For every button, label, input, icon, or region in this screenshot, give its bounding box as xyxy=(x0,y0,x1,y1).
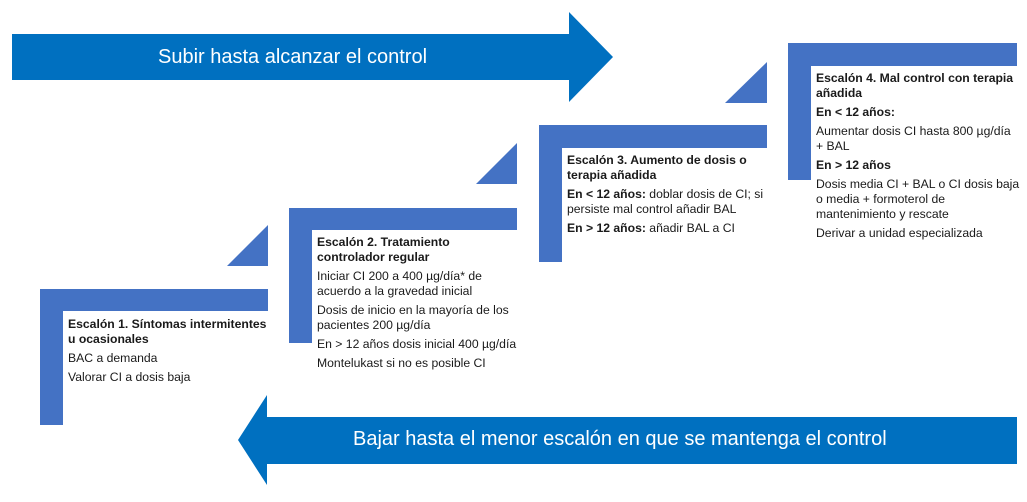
step-3-line-text: añadir BAL a CI xyxy=(645,221,735,235)
step-3-triangle xyxy=(725,62,767,103)
step-3-line: En < 12 años: doblar dosis de CI; si per… xyxy=(567,187,772,217)
arrow-up-right-shape xyxy=(12,12,613,102)
step-1-content: Escalón 1. Síntomas intermitentes u ocas… xyxy=(68,317,273,389)
step-3-line-text: doblar dosis de CI; si persiste mal cont… xyxy=(567,187,764,216)
step-4-title: Escalón 4. Mal control con terapia añadi… xyxy=(816,71,1014,100)
step-4-content: Escalón 4. Mal control con terapia añadi… xyxy=(816,71,1021,245)
step-2-triangle xyxy=(476,143,517,184)
step-1-corner xyxy=(40,289,268,425)
step-1-line: Valorar CI a dosis baja xyxy=(68,370,191,384)
step-4-line: Dosis media CI + BAL o CI dosis baja o m… xyxy=(816,177,1020,221)
step-4-age-label: En > 12 años xyxy=(816,158,891,172)
step-2-line: En > 12 años dosis inicial 400 µg/día xyxy=(317,337,517,351)
step-2-title: Escalón 2. Tratamiento controlador regul… xyxy=(317,235,450,264)
step-3-age-label: En > 12 años: xyxy=(567,221,646,235)
arrow-down-left-shape xyxy=(238,395,1017,485)
step-1-title: Escalón 1. Síntomas intermitentes u ocas… xyxy=(68,317,267,346)
step-2-content: Escalón 2. Tratamiento controlador regul… xyxy=(317,235,517,375)
step-1-triangle xyxy=(227,225,268,266)
step-1-line: BAC a demanda xyxy=(68,351,158,365)
arrow-up-label: Subir hasta alcanzar el control xyxy=(158,46,428,68)
step-2-line: Iniciar CI 200 a 400 µg/día* de acuerdo … xyxy=(317,269,482,298)
step-4-corner xyxy=(788,43,1017,180)
step-3-content: Escalón 3. Aumento de dosis o terapia añ… xyxy=(567,153,772,240)
step-2-line: Montelukast si no es posible CI xyxy=(317,356,486,370)
step-2-line: Dosis de inicio en la mayoría de los pac… xyxy=(317,303,509,332)
step-3-age-label: En < 12 años: xyxy=(567,187,646,201)
step-4-line: Aumentar dosis CI hasta 800 µg/día + BAL xyxy=(816,124,1011,153)
step-4-line: Derivar a unidad especializada xyxy=(816,226,983,240)
step-4-age-label: En < 12 años: xyxy=(816,105,895,119)
arrow-down-label: Bajar hasta el menor escalón en que se m… xyxy=(353,428,887,450)
step-3-title: Escalón 3. Aumento de dosis o terapia añ… xyxy=(567,153,747,182)
step-3-line: En > 12 años: añadir BAL a CI xyxy=(567,221,772,236)
step-2-corner xyxy=(289,208,517,343)
step-3-corner xyxy=(539,125,767,262)
